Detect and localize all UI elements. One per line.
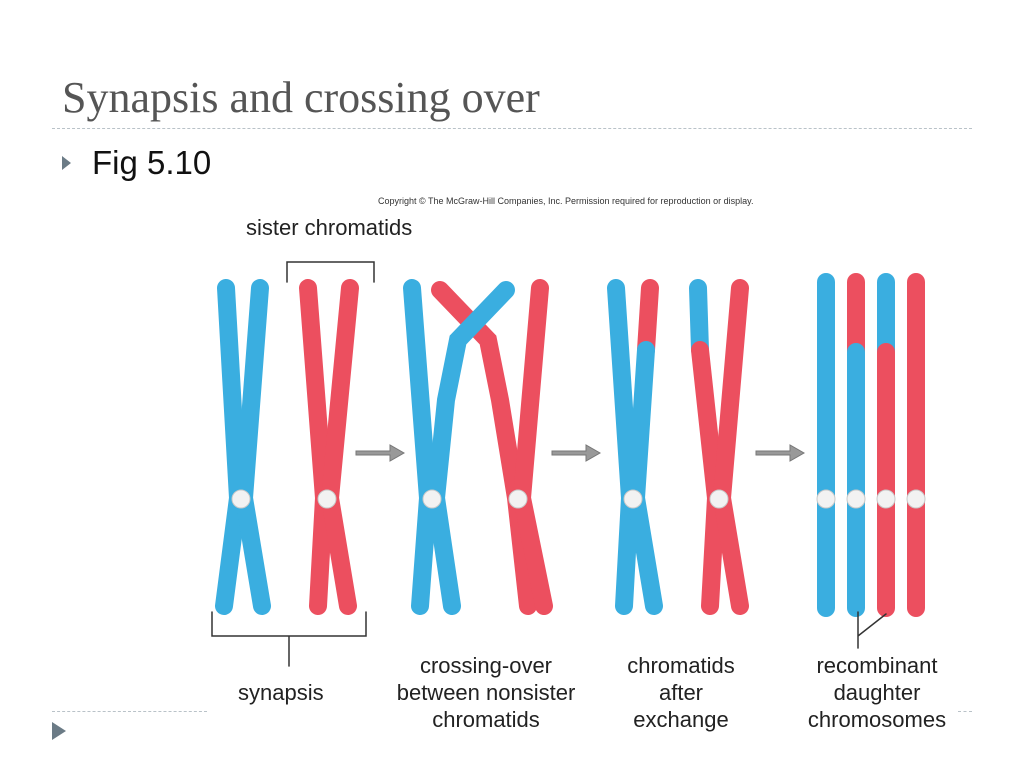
blue-chromatid xyxy=(403,279,438,615)
blue-chromatid xyxy=(626,341,663,615)
copyright-notice: Copyright © The McGraw-Hill Companies, I… xyxy=(378,196,754,206)
red-chromatid xyxy=(691,341,726,615)
centromere xyxy=(846,489,866,509)
sister-chromatids-bracket xyxy=(286,261,375,283)
centromere xyxy=(317,489,337,509)
crossing-over-label-line: crossing-over xyxy=(419,653,553,678)
after-exchange-label-line: exchange xyxy=(633,707,729,732)
stage-crossing-over xyxy=(403,279,553,615)
bullet-text: Fig 5.10 xyxy=(92,144,212,181)
recombinant-label-line: daughter xyxy=(833,680,921,705)
red-chromatid xyxy=(299,279,334,615)
recombinant-label: recombinant daughter chromosomes xyxy=(794,652,960,733)
recombinant-label-line: recombinant xyxy=(816,653,938,678)
blue-chromatid xyxy=(607,279,640,615)
crossing-over-label-line: chromatids xyxy=(432,707,540,732)
centromere xyxy=(906,489,926,509)
red-segment xyxy=(637,279,659,359)
corner-arrow-icon xyxy=(52,722,66,740)
blue-chromatid xyxy=(426,281,515,615)
centromere xyxy=(623,489,643,509)
process-arrow-icon xyxy=(755,444,806,462)
title-divider xyxy=(52,128,972,129)
process-arrow-icon xyxy=(551,444,602,462)
process-arrow-icon xyxy=(355,444,406,462)
stage-recombinant xyxy=(816,273,926,617)
centromere xyxy=(508,489,528,509)
synapsis-label: synapsis xyxy=(238,680,324,705)
after-exchange-label-line: chromatids xyxy=(627,653,735,678)
red-chromatid xyxy=(512,279,553,615)
red-chromatid xyxy=(320,279,359,615)
blue-chromatid xyxy=(215,279,248,615)
crossing-over-label: crossing-over between nonsister chromati… xyxy=(383,652,589,733)
synapsis-bracket xyxy=(211,611,367,667)
footer-divider-left xyxy=(52,711,207,712)
stage-synapsis xyxy=(215,279,359,615)
after-exchange-label: chromatids after exchange xyxy=(606,652,756,733)
centromere xyxy=(816,489,836,509)
blue-segment xyxy=(689,279,709,359)
stage-after-exchange xyxy=(607,279,749,615)
recombinant-pointer xyxy=(857,611,887,649)
after-exchange-label-line: after xyxy=(658,680,704,705)
centromere xyxy=(876,489,896,509)
centromere xyxy=(231,489,251,509)
bullet-arrow-icon xyxy=(62,156,71,170)
blue-chromatid xyxy=(234,279,271,615)
slide-title: Synapsis and crossing over xyxy=(62,73,540,122)
recombinant-label-line: chromosomes xyxy=(807,707,947,732)
red-chromatid xyxy=(712,279,749,615)
centromere xyxy=(422,489,442,509)
centromere xyxy=(709,489,729,509)
crossing-over-label-line: between nonsister xyxy=(396,680,576,705)
footer-divider-right xyxy=(958,711,972,712)
sister-chromatids-label: sister chromatids xyxy=(246,215,413,240)
